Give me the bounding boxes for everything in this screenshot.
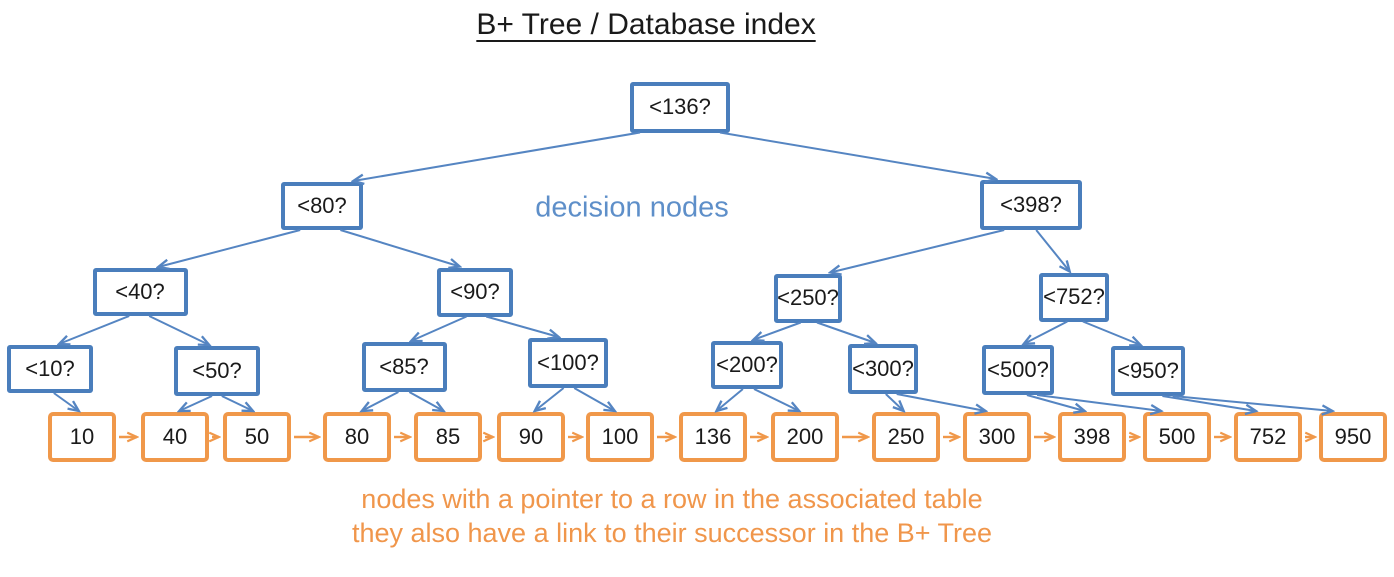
node-label: <40? (115, 279, 165, 304)
node-label: <100? (537, 350, 599, 375)
decision-node-q752: <752? (1039, 272, 1109, 322)
caption-line-2: they also have a link to their successor… (351, 518, 993, 548)
decision-node-q90: <90? (437, 267, 513, 317)
node-label: 10 (69, 424, 95, 449)
node-label: <80? (297, 193, 347, 218)
leaf-node-l50: 50 (223, 412, 291, 462)
leaf-node-l300: 300 (963, 412, 1031, 462)
node-label: 136 (694, 424, 732, 449)
decision-node-q80: <80? (281, 182, 363, 230)
node-label: <85? (379, 354, 429, 379)
leaf-node-l90: 90 (497, 412, 565, 462)
node-label: <950? (1117, 358, 1179, 383)
caption-line-1: nodes with a pointer to a row in the ass… (361, 484, 983, 514)
node-label: <90? (450, 279, 500, 304)
leaf-node-l80: 80 (323, 412, 391, 462)
leaf-node-l500: 500 (1143, 412, 1211, 462)
node-label: 500 (1158, 424, 1196, 449)
node-label: 50 (244, 424, 270, 449)
decision-node-q85: <85? (361, 342, 447, 392)
leaf-node-l250: 250 (872, 412, 940, 462)
node-label: <50? (192, 358, 242, 383)
node-label: <500? (987, 357, 1049, 382)
node-label: 200 (786, 424, 824, 449)
leaf-node-l85: 85 (414, 412, 482, 462)
node-label: 398 (1073, 424, 1111, 449)
leaf-node-l136: 136 (679, 412, 747, 462)
node-label: <752? (1043, 284, 1105, 309)
node-label: <200? (716, 352, 778, 377)
leaf-node-l752: 752 (1234, 412, 1302, 462)
node-label: <300? (852, 356, 914, 381)
node-label: <136? (649, 94, 711, 119)
leaf-node-l950: 950 (1319, 412, 1387, 462)
node-label: 250 (887, 424, 925, 449)
leaf-nodes-caption: nodes with a pointer to a row in the ass… (352, 482, 992, 550)
decision-node-q250: <250? (774, 273, 842, 323)
decision-nodes-annotation: decision nodes (535, 191, 729, 224)
node-label: <398? (1000, 192, 1062, 217)
decision-node-q200: <200? (711, 341, 783, 389)
node-label: 90 (518, 424, 544, 449)
leaf-node-l40: 40 (141, 412, 209, 462)
node-label: 100 (601, 424, 639, 449)
node-label: <250? (777, 285, 839, 310)
leaf-node-l200: 200 (771, 412, 839, 462)
node-label: 300 (978, 424, 1016, 449)
page-title: B+ Tree / Database index (476, 8, 816, 41)
decision-node-q100: <100? (528, 338, 608, 388)
decision-node-q500: <500? (982, 345, 1054, 395)
node-label: 752 (1249, 424, 1287, 449)
decision-node-q950: <950? (1111, 346, 1185, 396)
decision-node-q398: <398? (980, 180, 1082, 230)
decision-node-q10: <10? (7, 345, 93, 393)
leaf-node-l100: 100 (586, 412, 654, 462)
decision-node-q300: <300? (848, 344, 918, 394)
decision-node-q136: <136? (630, 81, 730, 133)
leaf-node-l10: 10 (48, 412, 116, 462)
node-label: 80 (344, 424, 370, 449)
leaf-node-l398: 398 (1058, 412, 1126, 462)
decision-node-q50: <50? (174, 346, 260, 396)
node-label: 40 (162, 424, 188, 449)
node-label: 85 (435, 424, 461, 449)
node-label: <10? (25, 356, 75, 381)
node-label: 950 (1334, 424, 1372, 449)
decision-node-q40: <40? (92, 268, 188, 316)
